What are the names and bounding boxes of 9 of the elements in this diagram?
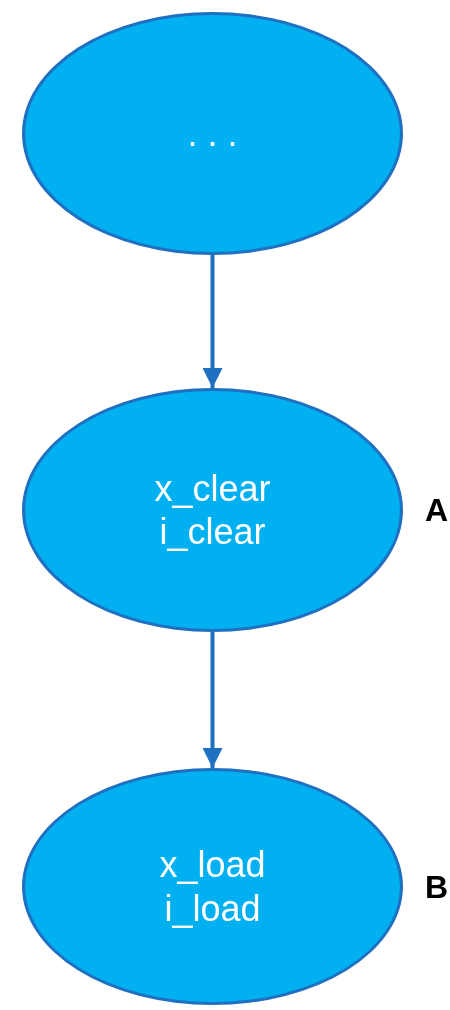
node-label: . . . [187,111,238,156]
node-label: i_load [164,886,261,930]
node-label: x_load [159,843,266,887]
node-label: x_clear [154,466,271,510]
node-label: i_clear [159,510,266,554]
arrow [202,632,223,768]
arrow [202,255,223,388]
node-tag: A [425,494,449,526]
node-tag: B [425,870,449,903]
